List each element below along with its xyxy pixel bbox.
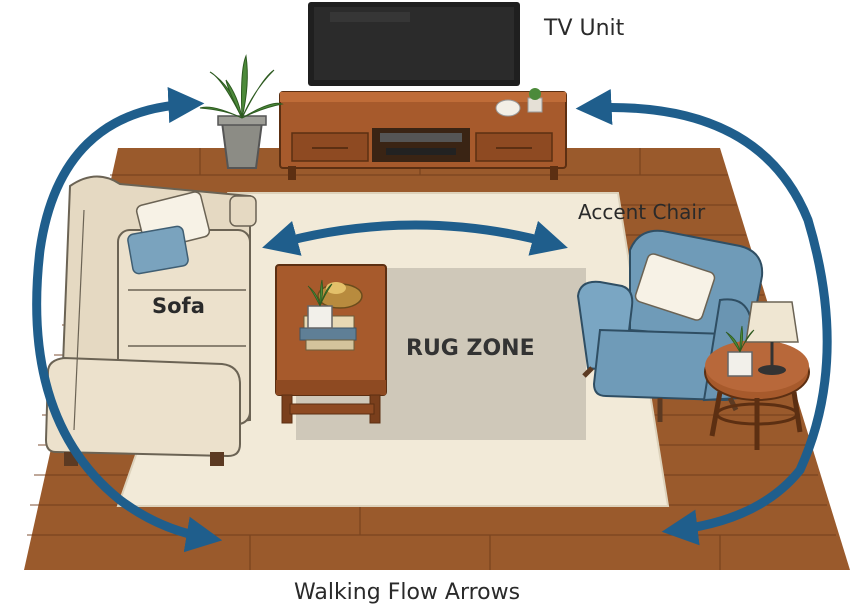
accent-chair-label: Accent Chair bbox=[578, 200, 706, 224]
side-table-plant bbox=[725, 325, 755, 377]
television bbox=[308, 2, 520, 86]
tv-console bbox=[279, 88, 567, 180]
table-lamp bbox=[745, 301, 799, 375]
tv-unit-label: TV Unit bbox=[544, 16, 625, 41]
flow-arrow-center bbox=[262, 220, 568, 256]
sofa bbox=[44, 175, 257, 466]
walking-flow-label: Walking Flow Arrows bbox=[294, 580, 521, 605]
coffee-table bbox=[275, 264, 387, 424]
flow-arrow-right bbox=[575, 89, 832, 546]
rug-zone-label: RUG ZONE bbox=[406, 336, 535, 361]
sofa-label: Sofa bbox=[152, 294, 205, 318]
walking-flow-arrows bbox=[32, 87, 832, 553]
flow-arrow-left bbox=[32, 87, 223, 553]
